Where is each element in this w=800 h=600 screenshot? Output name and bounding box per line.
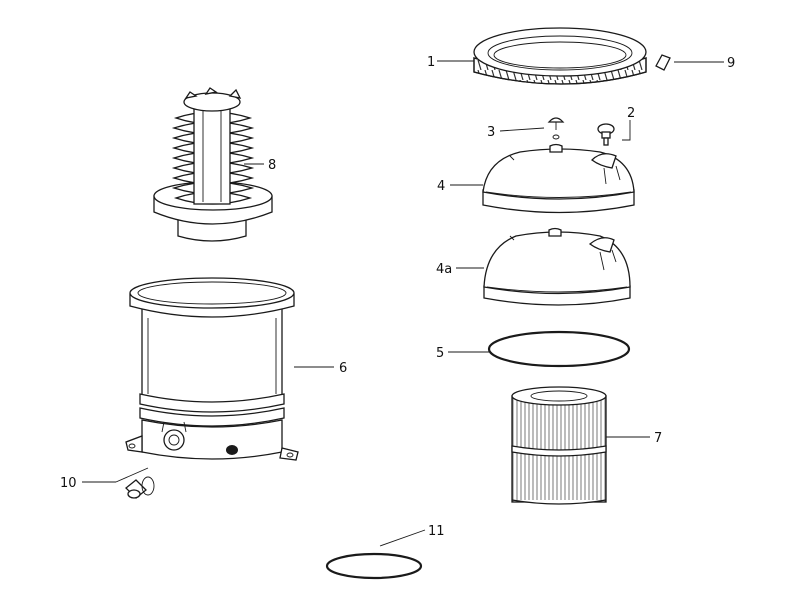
air-relief-valve	[547, 117, 565, 140]
filter-cartridge	[511, 386, 607, 505]
manifold-assembly	[153, 87, 273, 242]
filter-lid-alternate	[483, 227, 631, 306]
callout-8: 8	[268, 158, 276, 173]
callout-10: 10	[60, 476, 77, 491]
tank-o-ring	[325, 552, 423, 580]
small-clip	[655, 54, 671, 71]
callout-labels: 1 2 3 4 4a 5 6 7 8 9 10 11	[60, 55, 735, 539]
callout-2: 2	[627, 106, 635, 121]
callout-3: 3	[487, 125, 495, 140]
callout-1: 1	[427, 55, 435, 70]
lock-ring	[473, 27, 647, 85]
drain-plug	[125, 476, 155, 499]
lid-o-ring	[487, 330, 631, 368]
callout-4a: 4a	[436, 262, 452, 277]
filter-lid	[482, 143, 635, 214]
gauge-fitting	[597, 123, 615, 146]
filter-tank	[125, 277, 299, 461]
callout-6: 6	[339, 361, 347, 376]
callout-4: 4	[437, 179, 445, 194]
callout-5: 5	[436, 346, 444, 361]
callout-9: 9	[727, 56, 735, 71]
leader-lines	[82, 60, 724, 547]
callout-11: 11	[428, 524, 445, 539]
callout-7: 7	[654, 431, 662, 446]
